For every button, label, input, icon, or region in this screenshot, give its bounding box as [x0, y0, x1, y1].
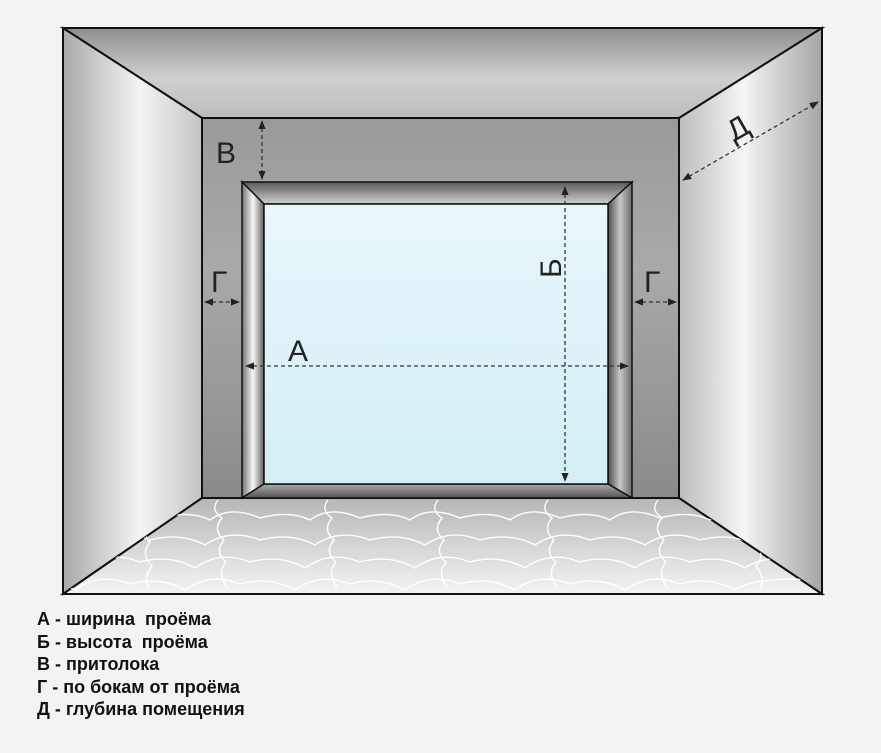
right-wall	[678, 26, 823, 596]
label-a: А	[288, 335, 308, 368]
label-v: В	[216, 137, 236, 170]
frame-top	[240, 181, 634, 205]
frame-left	[241, 180, 265, 500]
legend-item-a: А - ширина проёма	[37, 609, 211, 629]
dimension-d-line	[682, 101, 819, 181]
legend-item-b: Б - высота проёма	[37, 631, 208, 652]
legend: А - ширина проёма Б - высота проёма В - …	[37, 608, 245, 721]
label-b: Б	[535, 258, 568, 278]
floor-tiles	[63, 499, 822, 591]
frame-bottom	[239, 483, 635, 499]
label-g-left: Г	[211, 266, 227, 299]
legend-item-v: В - притолока	[37, 654, 160, 674]
legend-item-d: Д - глубина помещения	[37, 699, 245, 719]
legend-item-g: Г - по бокам от проёма	[37, 676, 240, 697]
frame-right	[607, 180, 633, 500]
window-glass	[263, 203, 609, 485]
left-wall	[62, 26, 203, 596]
label-g-right: Г	[644, 266, 660, 299]
